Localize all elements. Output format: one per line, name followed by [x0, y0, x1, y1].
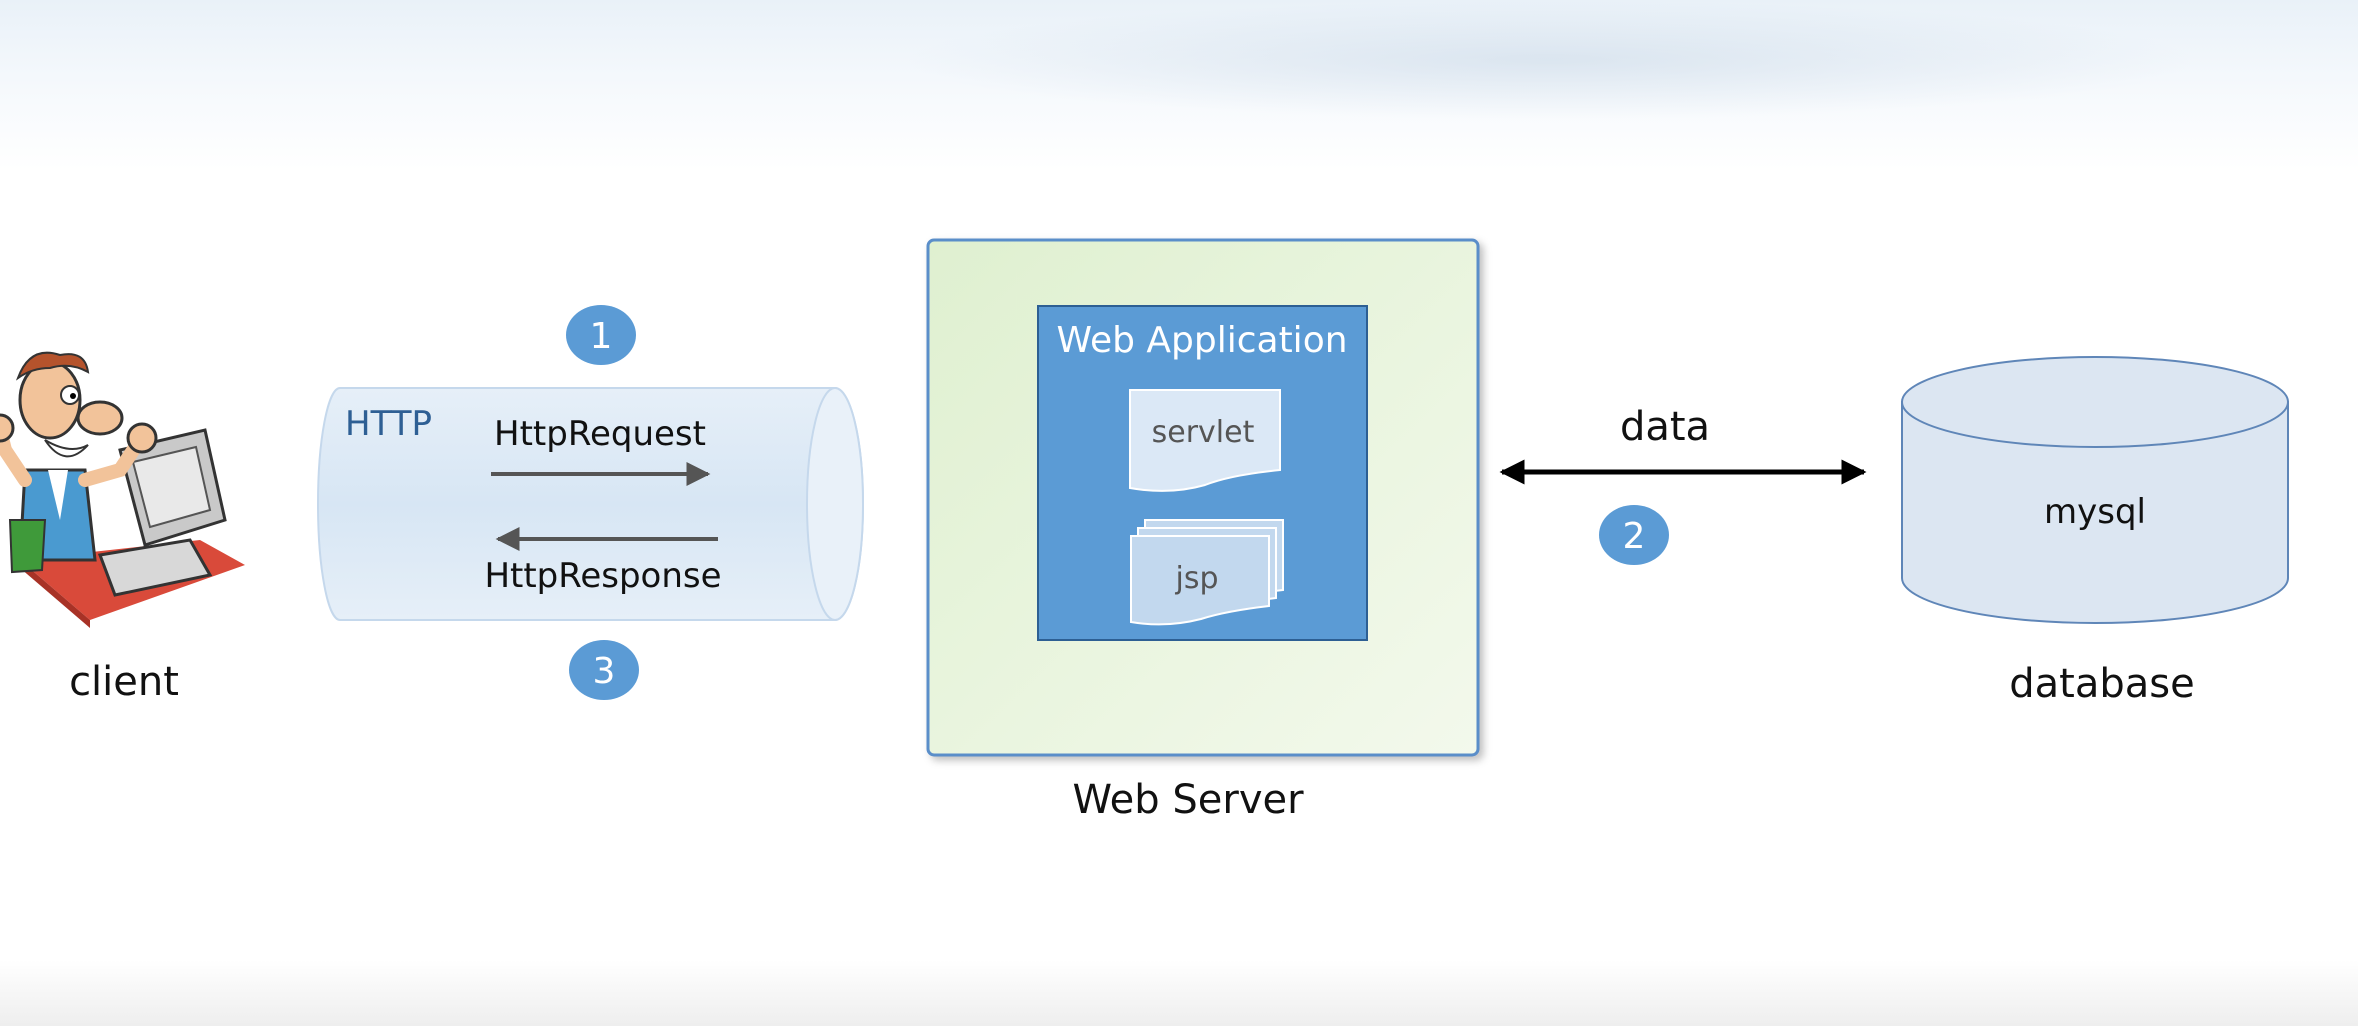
http-pipe	[317, 387, 864, 621]
http-label: HTTP	[345, 404, 432, 444]
step-badge-1: 1	[566, 305, 636, 365]
jsp-label: jsp	[1174, 561, 1218, 596]
step-badge-3-number: 3	[593, 651, 616, 692]
jsp-documents-icon	[1130, 519, 1284, 626]
step-badge-2: 2	[1599, 505, 1669, 565]
servlet-document-icon	[1129, 389, 1281, 492]
database-label: database	[2009, 661, 2194, 707]
step-badge-1-number: 1	[590, 316, 613, 357]
servlet-label: servlet	[1152, 415, 1255, 450]
web-server-label: Web Server	[1072, 777, 1304, 823]
header-backdrop	[0, 0, 2358, 170]
request-label: HttpRequest	[494, 414, 706, 454]
response-label: HttpResponse	[484, 556, 721, 596]
step-badge-3: 3	[569, 640, 639, 700]
footer-band	[0, 960, 2358, 1026]
client-label: client	[69, 659, 179, 705]
database-cylinder-icon	[1901, 356, 2289, 624]
client-illustration	[0, 351, 245, 628]
database-name: mysql	[2044, 492, 2146, 532]
web-application-title: Web Application	[1056, 320, 1347, 361]
step-badge-2-number: 2	[1623, 516, 1646, 557]
data-link-label: data	[1620, 404, 1710, 450]
